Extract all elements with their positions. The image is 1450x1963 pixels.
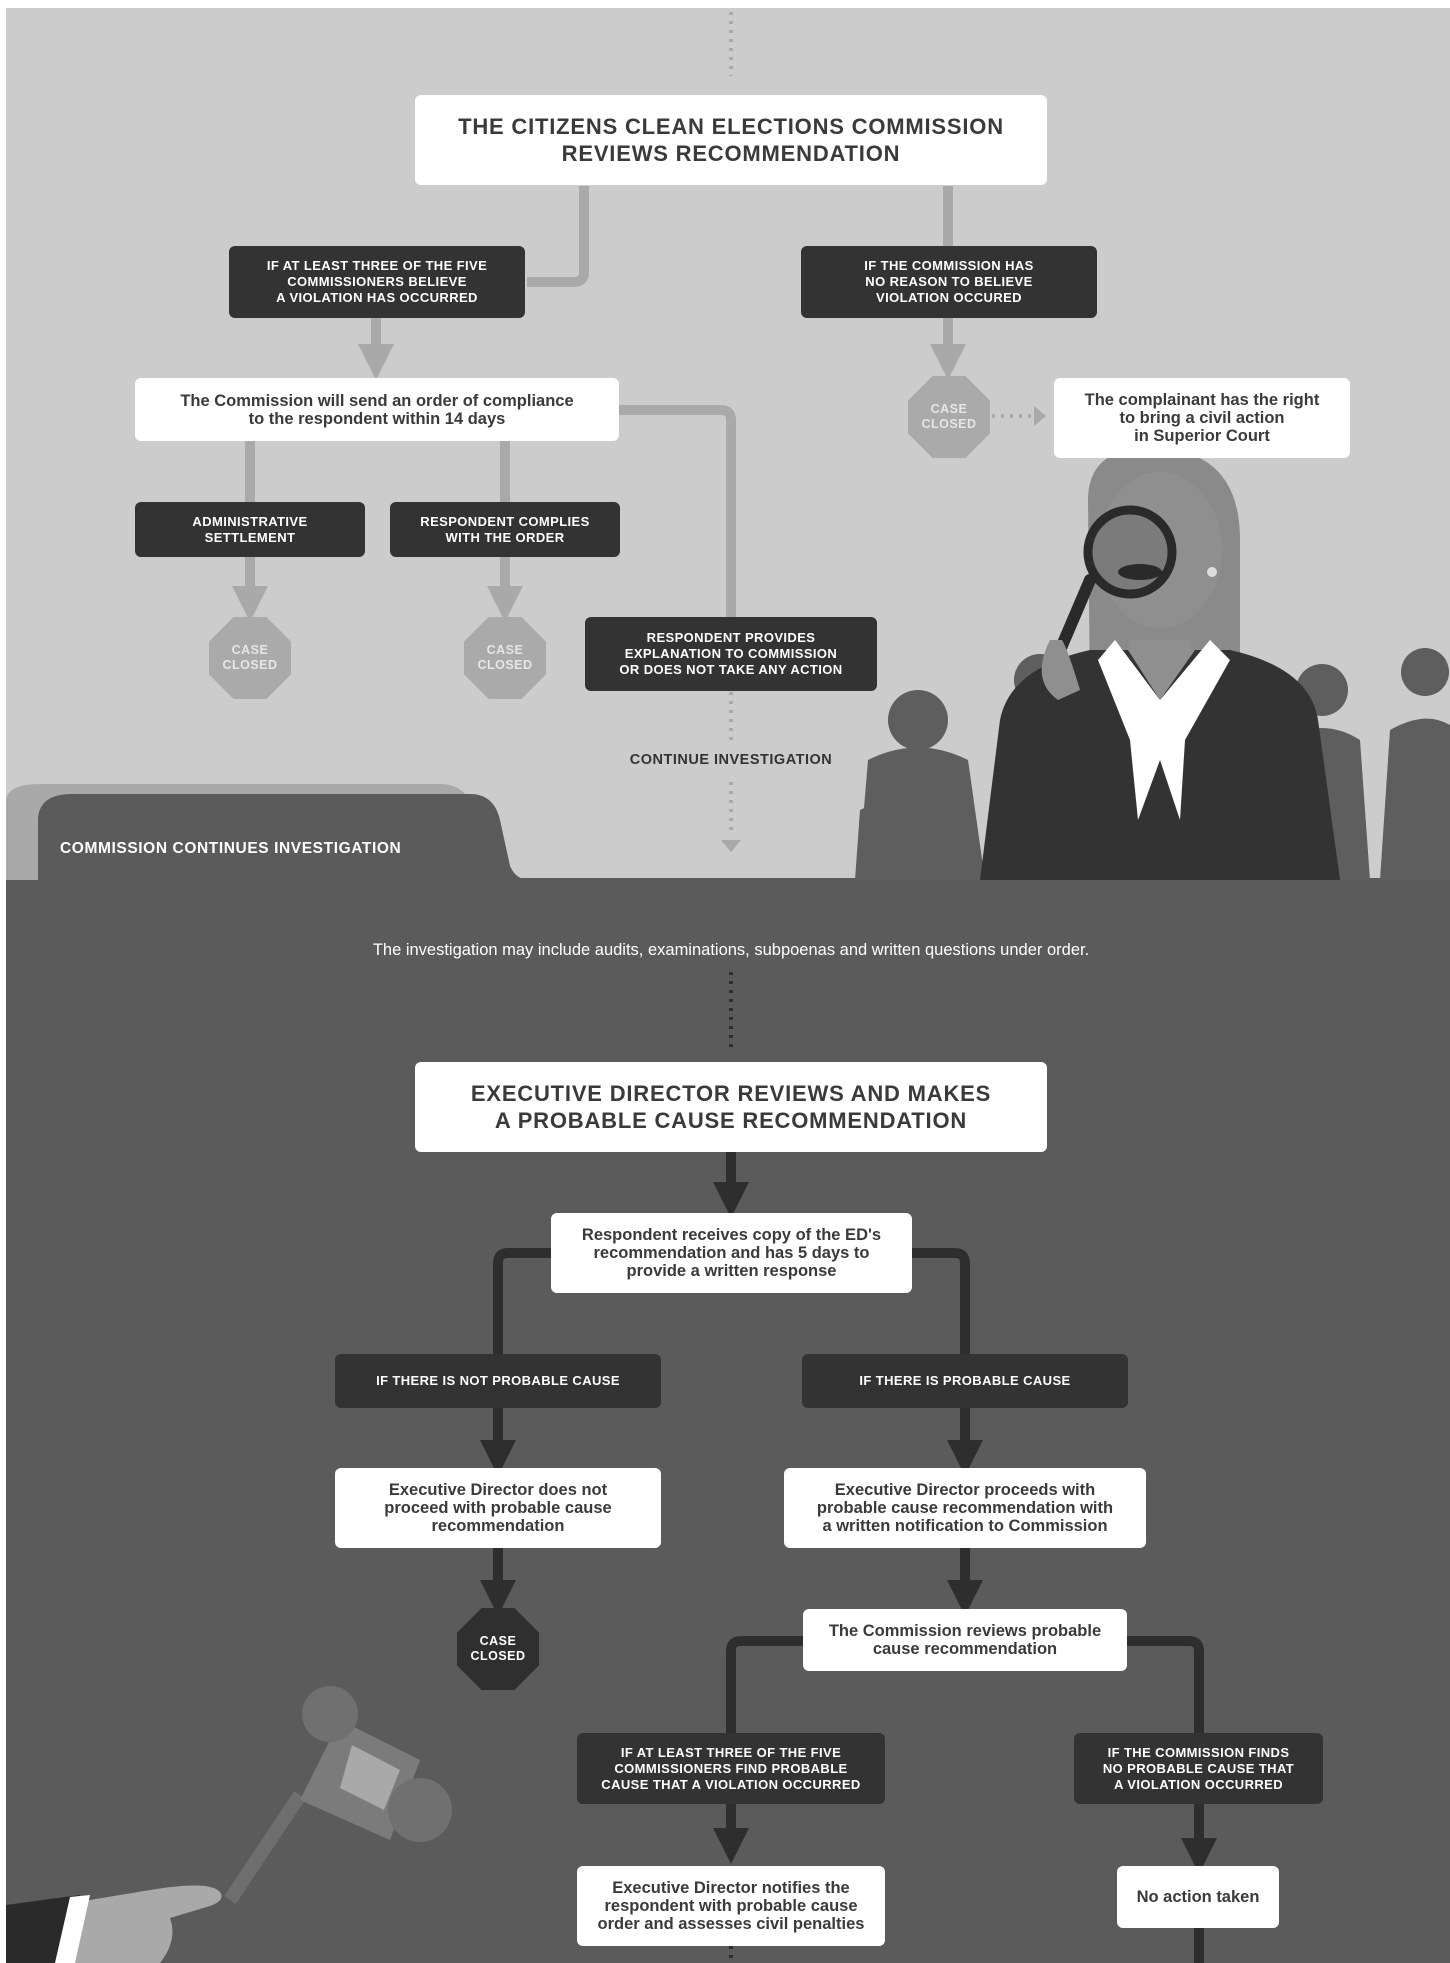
connector-respondent-left <box>493 1248 551 1354</box>
section-tab-shape <box>38 794 530 880</box>
commission-reviews-box: The Commission reviews probable cause re… <box>803 1609 1127 1671</box>
probable-cause-box: IF THERE IS PROBABLE CAUSE <box>802 1354 1128 1408</box>
case-closed-sign-mid: CASE CLOSED <box>464 617 546 699</box>
connector-order-to-provides <box>619 405 736 617</box>
no-probable-cause-box: IF THERE IS NOT PROBABLE CAUSE <box>335 1354 661 1408</box>
commission-reviews-title: THE CITIZENS CLEAN ELECTIONS COMMISSION … <box>415 95 1047 185</box>
connector-reviews-right <box>1127 1636 1204 1733</box>
connector-reviews-left <box>726 1636 803 1733</box>
complainant-right-box: The complainant has the right to bring a… <box>1054 378 1350 458</box>
section-tab-label: COMMISSION CONTINUES INVESTIGATION <box>60 840 402 857</box>
if-three-find-box: IF AT LEAST THREE OF THE FIVE COMMISSION… <box>577 1733 885 1804</box>
if-no-reason-box: IF THE COMMISSION HAS NO REASON TO BELIE… <box>801 246 1097 318</box>
if-three-believe-box: IF AT LEAST THREE OF THE FIVE COMMISSION… <box>229 246 525 318</box>
ed-notifies-box: Executive Director notifies the responde… <box>577 1866 885 1946</box>
if-finds-none-box: IF THE COMMISSION FINDS NO PROBABLE CAUS… <box>1074 1733 1323 1804</box>
connector-commission-left <box>527 186 589 287</box>
ed-proceeds-box: Executive Director proceeds with probabl… <box>784 1468 1146 1548</box>
respondent-provides-box: RESPONDENT PROVIDES EXPLANATION TO COMMI… <box>585 617 877 691</box>
case-closed-sign-left: CASE CLOSED <box>209 617 291 699</box>
ed-not-proceed-box: Executive Director does not proceed with… <box>335 1468 661 1548</box>
gavel-illustration <box>6 1686 452 1963</box>
investigator-illustration <box>980 448 1340 880</box>
respondent-complies-box: RESPONDENT COMPLIES WITH THE ORDER <box>390 502 620 557</box>
respondent-receives-box: Respondent receives copy of the ED's rec… <box>551 1213 912 1293</box>
connector-respondent-right <box>912 1248 970 1354</box>
case-closed-sign-right: CASE CLOSED <box>908 376 990 458</box>
ed-reviews-title: EXECUTIVE DIRECTOR REVIEWS AND MAKES A P… <box>415 1062 1047 1152</box>
no-action-box: No action taken <box>1117 1866 1279 1928</box>
order-of-compliance-box: The Commission will send an order of com… <box>135 378 619 441</box>
case-closed-sign-bottom: CASE CLOSED <box>457 1608 539 1690</box>
administrative-settlement-box: ADMINISTRATIVE SETTLEMENT <box>135 502 365 557</box>
continue-investigation-label: CONTINUE INVESTIGATION <box>629 752 833 768</box>
investigation-note: The investigation may include audits, ex… <box>372 941 1090 959</box>
